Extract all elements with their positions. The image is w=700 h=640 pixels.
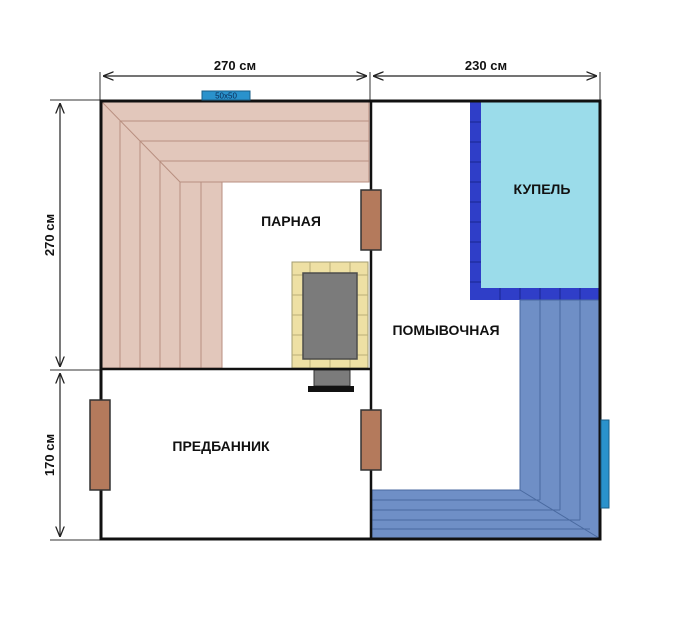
plunge-pool — [470, 102, 599, 300]
door-lobby-wash — [360, 409, 382, 471]
dimension-top-right: 230 см — [465, 58, 507, 73]
window-steam-room — [201, 90, 251, 101]
doors — [89, 189, 382, 491]
room-label-steam: ПАРНАЯ — [261, 213, 321, 229]
window-wash-room — [600, 419, 610, 509]
room-label-plunge: КУПЕЛЬ — [514, 181, 571, 197]
room-label-wash: ПОМЫВОЧНАЯ — [392, 322, 499, 338]
room-label-lobby: ПРЕДБАННИК — [172, 438, 270, 454]
dimension-left-top: 270 см — [42, 214, 57, 256]
dimension-lines: 270 см 230 см 270 см 170 см — [42, 58, 601, 541]
room-labels: ПАРНАЯ КУПЕЛЬ ПОМЫВОЧНАЯ ПРЕДБАННИК — [172, 181, 570, 454]
steam-room-bench — [101, 101, 370, 369]
windows: 50х50 — [201, 90, 610, 509]
window-size-label: 50х50 — [215, 92, 237, 101]
door-entrance — [89, 399, 111, 491]
stove — [291, 261, 369, 392]
dimension-left-bottom: 170 см — [42, 434, 57, 476]
dimension-top-left: 270 см — [214, 58, 256, 73]
door-steam-room — [360, 189, 382, 251]
